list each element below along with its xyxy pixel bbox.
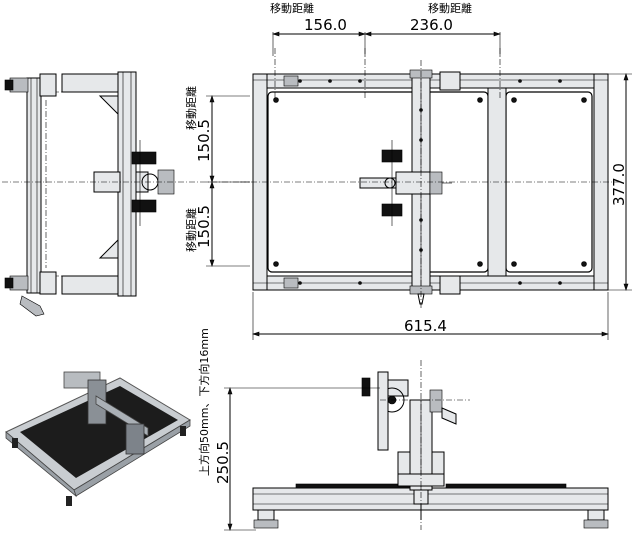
label-move-lower: 移動距離 xyxy=(184,208,198,252)
dim-250-text: 250.5 xyxy=(214,441,232,484)
label-move-left: 移動距離 xyxy=(270,1,314,15)
product-photo xyxy=(5,371,191,506)
front-view xyxy=(252,360,609,530)
dim-150-upper: 150.5 xyxy=(195,119,213,162)
label-move-right: 移動距離 xyxy=(428,1,472,15)
dim-615-text: 615.4 xyxy=(404,317,447,335)
dim-vertical-left xyxy=(206,95,250,267)
dim-156: 156.0 xyxy=(304,16,347,34)
dim-250 xyxy=(224,387,380,531)
dim-377-text: 377.0 xyxy=(610,163,628,206)
dim-150-lower: 150.5 xyxy=(195,205,213,248)
dim-horizontal-top xyxy=(272,31,501,56)
label-vertical-note: 上方向50mm、下方向16mm xyxy=(197,328,211,476)
side-view xyxy=(2,71,250,317)
label-move-upper: 移動距離 xyxy=(184,86,198,130)
dim-615 xyxy=(252,292,609,340)
dim-236: 236.0 xyxy=(410,16,453,34)
dim-377 xyxy=(608,73,632,291)
top-view xyxy=(240,48,622,310)
